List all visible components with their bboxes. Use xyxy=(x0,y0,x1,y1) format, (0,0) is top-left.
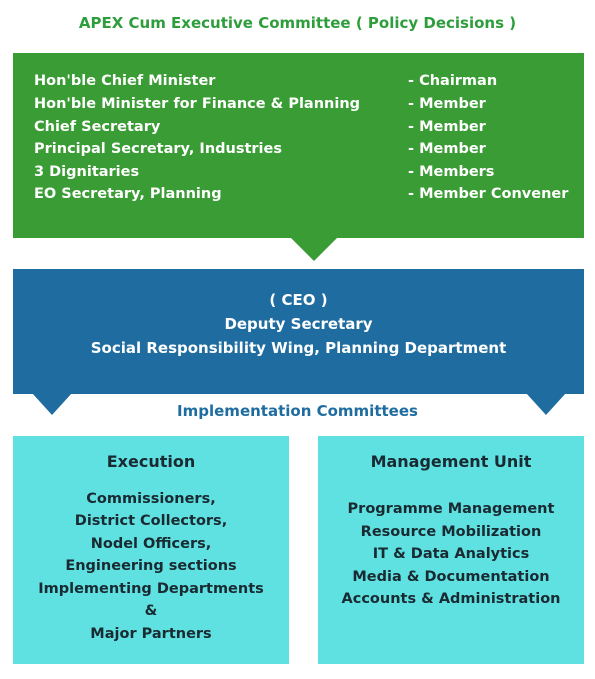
apex-member-role: 3 Dignitaries xyxy=(34,164,140,180)
management-unit-item: Media & Documentation xyxy=(352,569,550,585)
apex-member-post: - Member Convener xyxy=(408,186,569,202)
apex-member-role: Chief Secretary xyxy=(34,119,161,135)
management-unit-item: Programme Management xyxy=(347,501,555,517)
ceo-box: ( CEO ) Deputy Secretary Social Responsi… xyxy=(13,269,584,394)
apex-member-row: Hon'ble Chief Minister - Chairman xyxy=(13,73,584,95)
ceo-line: Social Responsibility Wing, Planning Dep… xyxy=(90,339,507,357)
ceo-line: Deputy Secretary xyxy=(224,315,373,333)
apex-down-arrow xyxy=(290,237,338,261)
apex-member-role: EO Secretary, Planning xyxy=(34,186,222,202)
apex-member-role: Hon'ble Minister for Finance & Planning xyxy=(34,96,361,112)
apex-member-post: - Member xyxy=(408,119,486,135)
apex-member-role: Principal Secretary, Industries xyxy=(34,141,282,157)
management-unit-item: IT & Data Analytics xyxy=(372,546,530,562)
ceo-line: ( CEO ) xyxy=(269,291,328,309)
execution-panel: Execution Commissioners, District Collec… xyxy=(13,436,289,664)
ceo-left-down-arrow xyxy=(32,393,72,415)
management-unit-item: Resource Mobilization xyxy=(360,524,542,540)
management-unit-panel: Management Unit Programme Management Res… xyxy=(318,436,584,664)
apex-committee-box: Hon'ble Chief Minister - Chairman Hon'bl… xyxy=(13,53,584,238)
apex-member-row: Chief Secretary - Member xyxy=(13,119,584,141)
management-unit-item: Accounts & Administration xyxy=(341,591,561,607)
execution-item: Implementing Departments xyxy=(38,581,264,597)
apex-member-row: 3 Dignitaries - Members xyxy=(13,164,584,186)
apex-member-role: Hon'ble Chief Minister xyxy=(34,73,216,89)
implementation-committees-title: Implementation Committees xyxy=(177,402,418,420)
apex-member-row: EO Secretary, Planning - Member Convener xyxy=(13,186,584,208)
apex-member-post: - Member xyxy=(408,141,486,157)
apex-member-post: - Member xyxy=(408,96,486,112)
apex-member-row: Hon'ble Minister for Finance & Planning … xyxy=(13,96,584,118)
execution-heading: Execution xyxy=(106,452,196,471)
apex-member-row: Principal Secretary, Industries - Member xyxy=(13,141,584,163)
apex-member-post: - Members xyxy=(408,164,495,180)
execution-item: Engineering sections xyxy=(65,558,237,574)
execution-item: & xyxy=(144,603,158,619)
management-unit-heading: Management Unit xyxy=(370,452,532,471)
apex-committee-title: APEX Cum Executive Committee ( Policy De… xyxy=(78,14,517,32)
apex-member-post: - Chairman xyxy=(408,73,498,89)
execution-item: Major Partners xyxy=(90,626,212,642)
execution-item: Commissioners, xyxy=(86,491,216,507)
execution-item: District Collectors, xyxy=(74,513,228,529)
ceo-right-down-arrow xyxy=(526,393,566,415)
execution-item: Nodel Officers, xyxy=(90,536,212,552)
